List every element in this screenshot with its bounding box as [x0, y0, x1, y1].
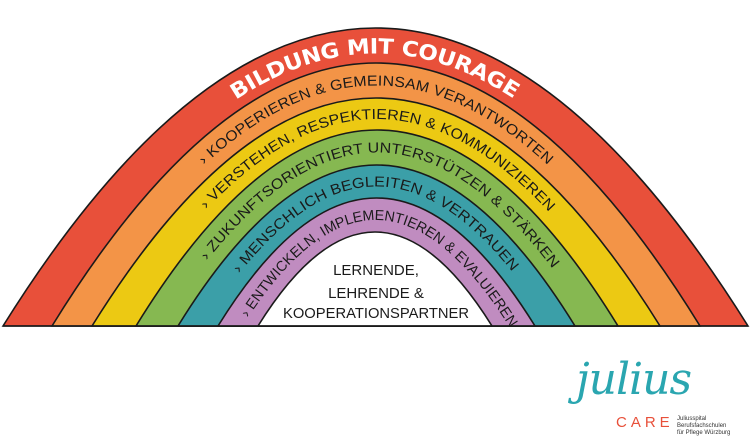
logo-script: julius — [576, 354, 692, 405]
logo-care: CARE — [616, 414, 674, 431]
center-line-3: KOOPERATIONSPARTNER — [283, 305, 469, 322]
logo-subtitle: Juliusspital Berufsfachschulen für Pfleg… — [677, 416, 750, 437]
center-line-1: LERNENDE, — [333, 262, 419, 279]
julius-care-logo: julius CARE Juliusspital Berufsfachschul… — [572, 354, 750, 446]
rainbow-center — [256, 231, 494, 327]
logo-subtitle-line1: Juliusspital Berufsfachschulen — [677, 416, 727, 429]
logo-subtitle-line2: für Pflege Würzburg — [677, 430, 731, 436]
center-line-2: LEHRENDE & — [328, 285, 424, 302]
